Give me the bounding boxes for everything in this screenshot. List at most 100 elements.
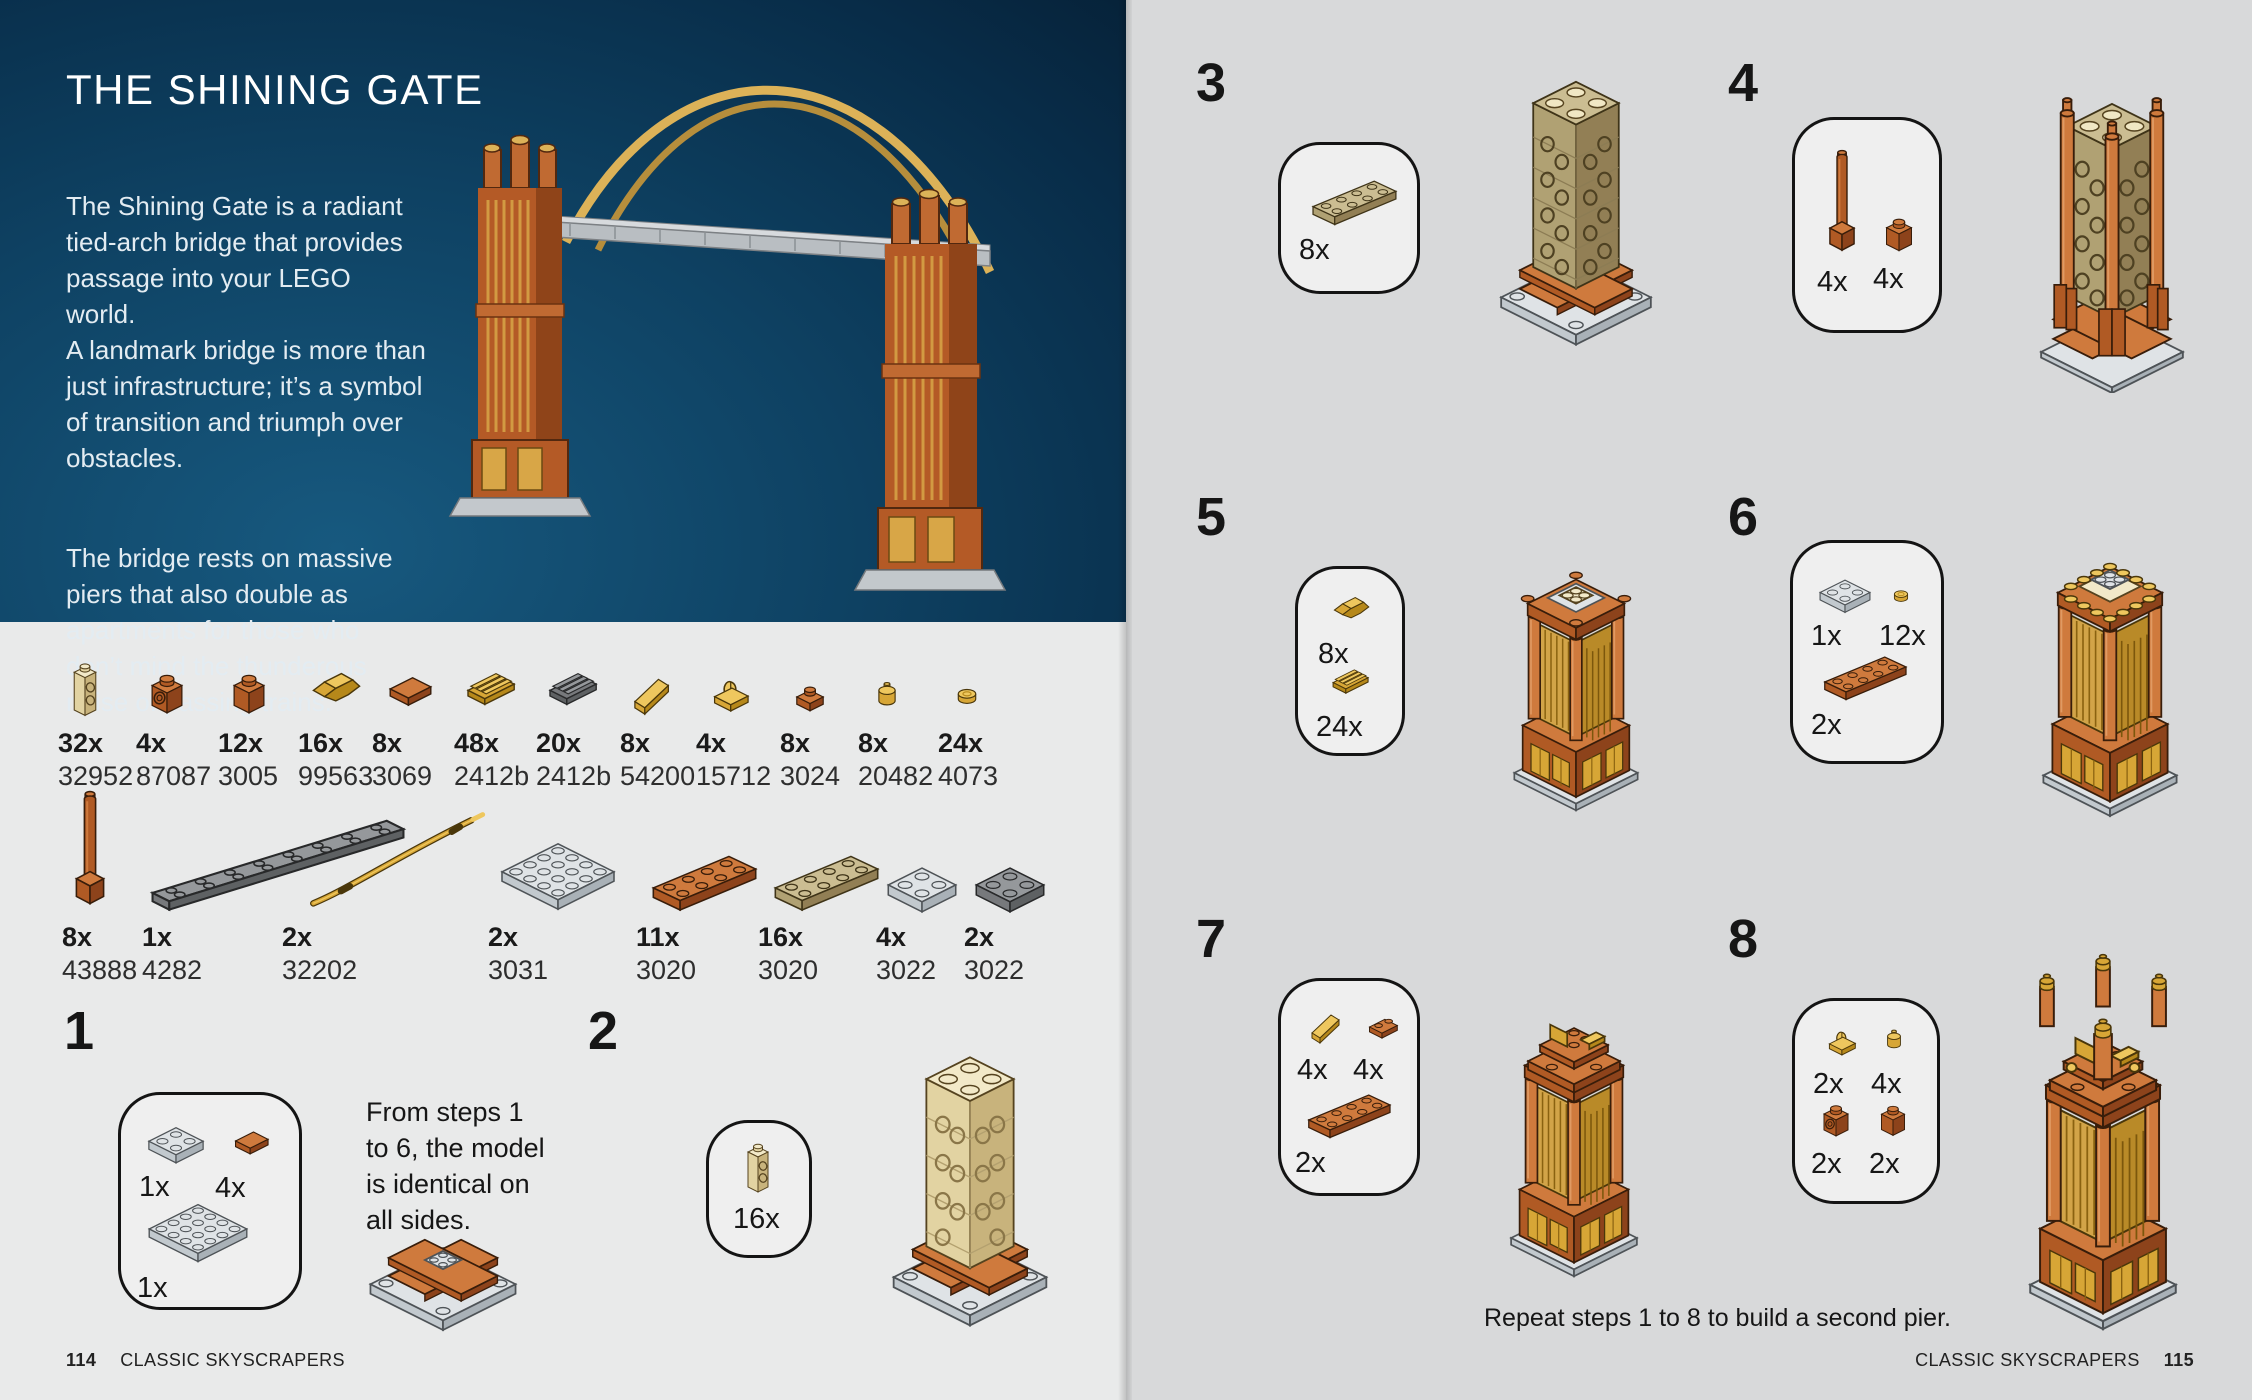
part-number: 3069: [372, 761, 433, 791]
parts-item: 1x 4282: [142, 800, 414, 986]
plate-2x4-icon: [758, 812, 884, 918]
parts-item: 20x 2412b: [536, 652, 611, 792]
part-qty: 4x: [136, 728, 167, 758]
part-number: 99563: [298, 761, 374, 791]
step-8-model: [2029, 953, 2177, 1331]
callout-qty: 4x: [1873, 263, 1904, 295]
page-title: THE SHINING GATE: [66, 66, 484, 113]
part-qty: 8x: [620, 728, 651, 758]
lamppost-pole-icon: [62, 780, 137, 918]
part-number: 3005: [218, 761, 279, 791]
part-number: 3020: [636, 955, 697, 985]
parts-item: 2x 3022: [964, 812, 1056, 986]
step-4-parts-callout: 4x 4x: [1792, 117, 1942, 333]
part-number: 87087: [136, 761, 212, 791]
callout-qty: 2x: [1869, 1148, 1900, 1180]
parts-item: 32x 32952: [58, 652, 133, 792]
brick-1x1-icon: [218, 652, 280, 724]
step-6-model: [2002, 562, 2218, 828]
slope-cheese-icon: [620, 652, 695, 724]
part-qty: 24x: [938, 728, 984, 758]
plate-4x4-icon: [488, 812, 628, 918]
parts-item: 2x 32202: [282, 800, 496, 986]
callout-part: 2x: [1811, 643, 1911, 742]
part-qty: 8x: [780, 728, 811, 758]
callout-qty: 12x: [1879, 620, 1926, 652]
callout-qty: 8x: [1318, 638, 1349, 670]
parts-item: 48x 2412b: [454, 652, 529, 792]
callout-part: 8x: [1318, 583, 1380, 671]
callout-qty: 2x: [1813, 1068, 1844, 1100]
step-2-parts-callout: 16x: [706, 1120, 812, 1258]
step-number: 6: [1728, 487, 1759, 547]
part-qty: 16x: [758, 922, 804, 952]
brick-1x1-side-stud-icon: [1811, 1095, 1861, 1145]
plate-2x2-icon: [139, 1109, 213, 1168]
ingot-icon: [1318, 583, 1380, 635]
plate-1x2-icon: [1353, 1003, 1409, 1051]
parts-item: 8x 43888: [62, 780, 137, 986]
callout-part: 4x: [1817, 142, 1867, 299]
part-number: 3031: [488, 955, 549, 985]
part-number: 4073: [938, 761, 999, 791]
callout-part: 2x: [1811, 1095, 1861, 1181]
series-title: CLASSIC SKYSCRAPERS: [120, 1350, 345, 1370]
step-5-parts-callout: 8x 24x: [1295, 566, 1405, 756]
tile-clip-icon: [696, 652, 771, 724]
part-qty: 2x: [488, 922, 519, 952]
callout-qty: 2x: [1811, 709, 1842, 741]
step-7-parts-callout: 4x 4x 2x: [1278, 978, 1420, 1196]
callout-part: 16x: [733, 1135, 783, 1236]
page-spine-divider: [1118, 0, 1132, 1400]
grille-tile-icon: [454, 652, 529, 724]
tile-1x2-icon: [215, 1113, 283, 1169]
step-2-model: [892, 1056, 1048, 1327]
part-number: 32952: [58, 761, 134, 791]
part-number: 54200: [620, 761, 696, 791]
part-number: 3022: [876, 955, 937, 985]
tile-clip-icon: [1813, 1017, 1865, 1065]
plate-2x4-icon: [1295, 1081, 1395, 1144]
brick-1x1x2-side-studs-icon: [58, 652, 133, 724]
part-number: 3024: [780, 761, 841, 791]
step-number: 2: [588, 1001, 619, 1061]
lamppost-pole-icon: [1817, 142, 1867, 263]
callout-qty: 4x: [1353, 1054, 1384, 1086]
parts-item: 4x 87087: [136, 652, 211, 792]
parts-item: 16x 3020: [758, 812, 884, 986]
ingot-icon: [298, 652, 373, 724]
repeat-note: Repeat steps 1 to 8 to build a second pi…: [1484, 1304, 1951, 1332]
parts-item: 12x 3005: [218, 652, 280, 792]
brick-1x1-icon: [1869, 1095, 1917, 1145]
plate-1x1-icon: [780, 652, 840, 724]
brick-1x1x2-side-studs-icon: [733, 1135, 783, 1200]
step-number: 1: [64, 1001, 95, 1061]
step-6-parts-callout: 1x 12x 2x: [1790, 540, 1944, 764]
hero-panel: THE SHINING GATE The Shining Gate is a r…: [0, 0, 1126, 717]
step-number: 5: [1196, 487, 1227, 547]
hero-intro: The Shining Gate is a radiant tied-arch …: [66, 152, 426, 784]
plate-2x4-icon: [1811, 643, 1911, 706]
round-plate-icon: [938, 652, 998, 724]
callout-qty: 1x: [137, 1272, 168, 1304]
callout-qty: 2x: [1295, 1147, 1326, 1179]
grille-tile-icon: [536, 652, 611, 724]
hero-paragraph-1: The Shining Gate is a radiant tied-arch …: [66, 191, 426, 473]
part-number: 15712: [696, 761, 772, 791]
step-8-parts-callout: 2x 4x 2x 2x: [1792, 998, 1940, 1204]
part-qty: 1x: [142, 922, 173, 952]
callout-part: 12x: [1879, 573, 1926, 653]
callout-part: 4x: [1353, 1003, 1409, 1087]
parts-item: 4x 3022: [876, 812, 968, 986]
step-number: 4: [1728, 53, 1759, 113]
step-3-model: [1500, 80, 1652, 346]
part-number: 32202: [282, 955, 358, 985]
callout-part: 1x: [1811, 563, 1879, 653]
part-qty: 2x: [282, 922, 313, 952]
callout-part: 4x: [1871, 1015, 1917, 1101]
series-title: CLASSIC SKYSCRAPERS: [1915, 1350, 2140, 1370]
part-number: 2412b: [454, 761, 530, 791]
part-qty: 8x: [372, 728, 403, 758]
callout-qty: 4x: [1297, 1054, 1328, 1086]
